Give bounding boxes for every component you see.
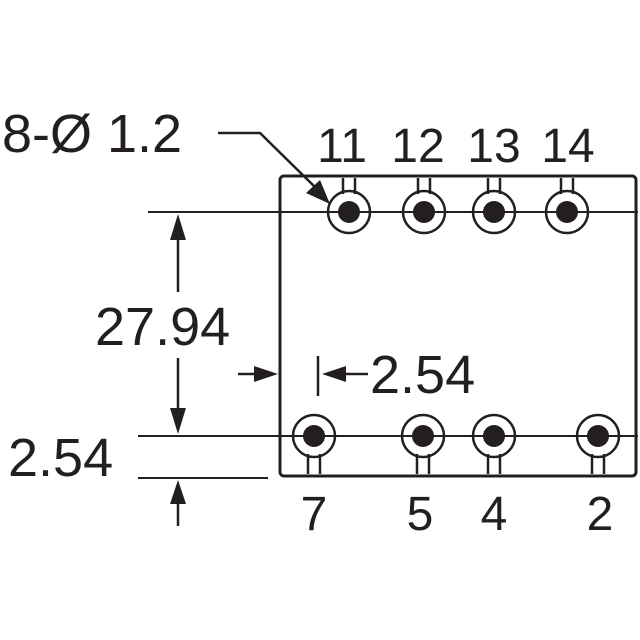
pin-2 [575, 413, 621, 474]
pin-label-7: 7 [301, 488, 328, 541]
pin-label-11: 11 [317, 120, 367, 173]
pin-5 [400, 413, 446, 474]
pin-label-13: 13 [467, 120, 520, 173]
pin-label-5: 5 [407, 488, 434, 541]
pin-label-12: 12 [391, 120, 444, 173]
pin-13 [471, 178, 517, 235]
pin-label-4: 4 [481, 488, 508, 541]
bottom-pin-row [291, 413, 621, 474]
pin-label-14: 14 [541, 120, 594, 173]
pin-4 [471, 413, 517, 474]
pin-14 [544, 178, 590, 235]
pin-7 [291, 413, 337, 474]
row-spacing-label: 27.94 [95, 297, 230, 357]
pin-11 [326, 178, 372, 235]
vertical-pitch-dimension [170, 480, 186, 526]
pin-label-2: 2 [587, 488, 614, 541]
row-spacing-dimension [170, 214, 186, 434]
top-pin-row [326, 178, 590, 235]
hole-callout-label: 8-Ø 1.2 [2, 104, 182, 164]
hole-callout-leader [218, 131, 330, 204]
vertical-pitch-label: 2.54 [8, 428, 113, 488]
horizontal-pitch-dimension [238, 356, 368, 396]
pin-12 [401, 178, 447, 235]
package-outline [278, 174, 638, 478]
horizontal-pitch-label: 2.54 [370, 345, 475, 405]
